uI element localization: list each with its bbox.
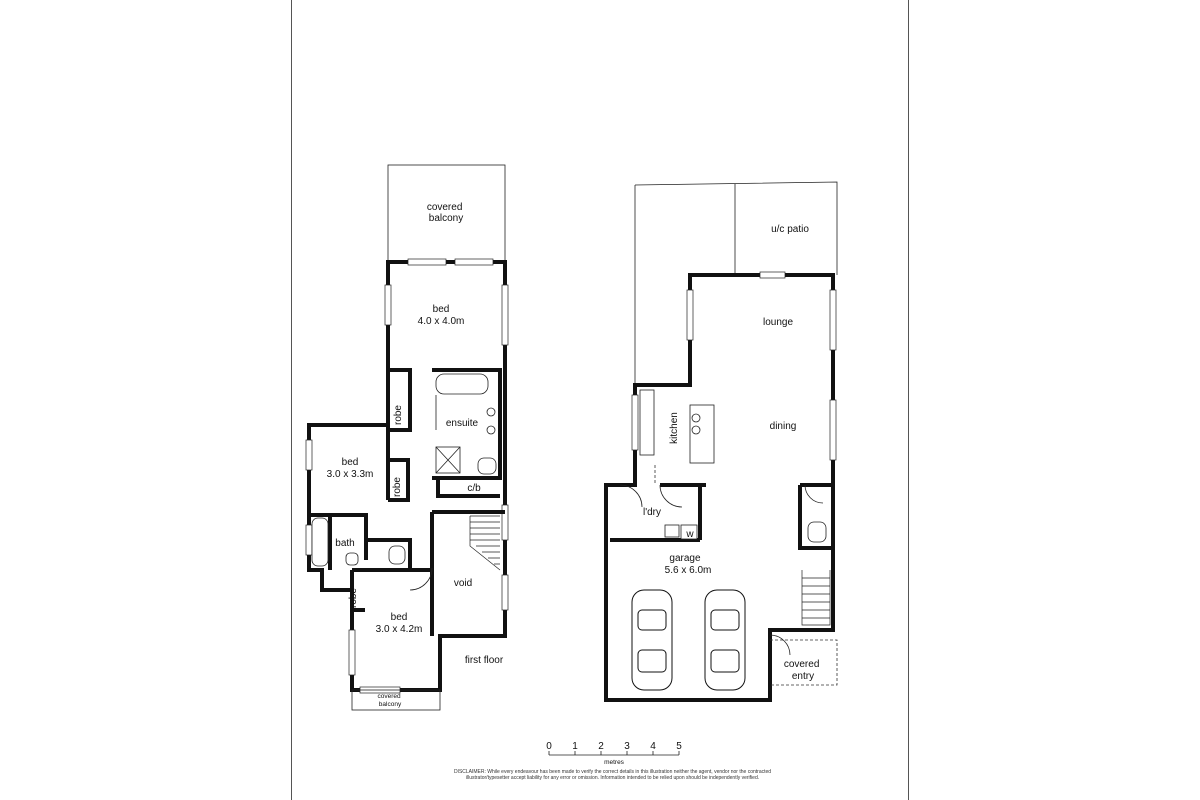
bathtub <box>311 517 329 567</box>
bath-label: bath <box>335 538 354 549</box>
sink <box>691 425 701 435</box>
ground-floor-plan: u/c patio lounge kitchen dining l'dry w … <box>604 181 838 702</box>
laundry-label: l'dry <box>643 507 661 518</box>
stairs <box>469 515 501 571</box>
interior-wall <box>798 485 833 550</box>
window <box>759 271 786 279</box>
interior-wall <box>352 538 412 572</box>
basin <box>486 425 496 435</box>
covered-balcony-bottom-label: covered balcony <box>378 693 403 708</box>
car <box>704 589 746 691</box>
covered-entry-label: covered entry <box>784 659 822 682</box>
door-swing <box>619 484 824 656</box>
bed-3-size: 3.0 x 4.2m <box>376 624 423 635</box>
kitchen-island <box>689 404 715 464</box>
stairs <box>801 570 831 626</box>
window <box>501 284 509 346</box>
basin <box>486 407 496 417</box>
window <box>686 289 694 341</box>
window <box>348 629 356 676</box>
window <box>501 574 509 611</box>
basin <box>345 552 359 566</box>
scale-bar: 0 1 2 3 4 5 metres <box>546 741 682 766</box>
first-floor-label: first floor <box>465 655 504 666</box>
window <box>631 394 639 451</box>
sink <box>691 413 701 423</box>
toilet <box>477 457 497 475</box>
scale-tick-label: 2 <box>598 741 604 752</box>
garage-size: 5.6 x 6.0m <box>665 565 712 576</box>
bed-3-name: bed <box>391 612 408 623</box>
robe-label: robe <box>392 477 403 497</box>
interior-wall <box>388 458 410 502</box>
covered-balcony-bottom-outline <box>351 689 441 711</box>
shower-tray-lines <box>435 446 461 474</box>
bed-2-name: bed <box>342 457 359 468</box>
robe-label: robe <box>393 405 404 425</box>
interior-wall <box>388 368 412 432</box>
window <box>407 258 447 266</box>
lounge-label: lounge <box>763 317 793 328</box>
patio-outline <box>634 181 838 275</box>
door-swing <box>409 567 433 591</box>
scale-tick-labels: 0 1 2 3 4 5 <box>546 741 682 752</box>
interior-wall <box>432 368 502 480</box>
scale-tick-label: 0 <box>546 741 552 752</box>
bathtub <box>435 373 489 395</box>
scale-tick-label: 5 <box>676 741 682 752</box>
interior-wall <box>436 478 500 498</box>
void-label: void <box>454 578 472 589</box>
kitchen-bench <box>639 389 655 456</box>
window <box>384 284 392 326</box>
scale-tick-label: 3 <box>624 741 630 752</box>
robe-label: robe <box>348 588 359 608</box>
cb-label: c/b <box>467 483 481 494</box>
kitchen-label: kitchen <box>669 412 680 444</box>
window <box>829 289 837 351</box>
window <box>454 258 494 266</box>
dashed-line <box>654 465 838 686</box>
window <box>305 524 313 556</box>
bed-main-size: 4.0 x 4.0m <box>418 316 465 327</box>
bed-main-name: bed <box>433 304 450 315</box>
window <box>305 439 313 471</box>
window <box>829 399 837 461</box>
washing-machine-space <box>680 524 698 540</box>
scale-tick-label: 1 <box>572 741 578 752</box>
dining-label: dining <box>770 421 797 432</box>
toilet <box>388 545 406 565</box>
ground-floor-outer-wall <box>604 273 835 702</box>
garage-name: garage <box>669 553 701 564</box>
toilet <box>807 521 827 543</box>
scale-tick-label: 4 <box>650 741 656 752</box>
disclaimer-text: DISCLAIMER: While every endeavour has be… <box>453 769 772 781</box>
covered-balcony-top-label: covered balcony <box>427 202 465 224</box>
scale-unit-label: metres <box>604 759 625 766</box>
first-floor-plan: covered balcony bed 4.0 x 4.0m ensuite r… <box>305 164 509 711</box>
car <box>631 589 673 691</box>
bed-2-size: 3.0 x 3.3m <box>327 469 374 480</box>
w-label: w <box>685 529 694 540</box>
ensuite-label: ensuite <box>446 418 479 429</box>
scale-bar-line <box>548 751 680 756</box>
drawing-sheet <box>291 0 909 800</box>
window <box>501 504 509 541</box>
laundry-tub <box>664 524 680 538</box>
patio-label: u/c patio <box>771 224 809 235</box>
